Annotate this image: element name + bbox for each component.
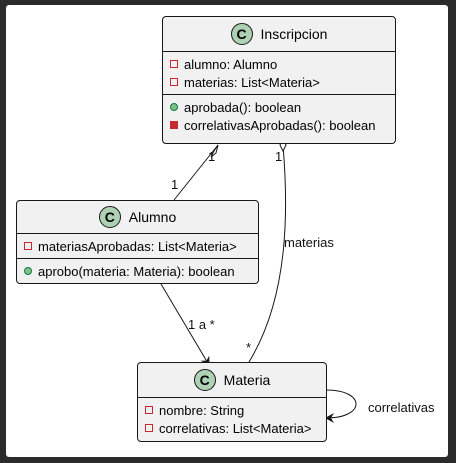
class-alumno-name: Alumno <box>128 209 177 225</box>
attribute-row: correlativas: List<Materia> <box>138 419 326 437</box>
aggregation-diamond-alumno <box>210 144 219 158</box>
attribute-row: alumno: Alumno <box>163 55 395 73</box>
class-alumno[interactable]: C Alumno materiasAprobadas: List<Materia… <box>16 200 259 284</box>
label-correlativas: correlativas <box>368 400 435 415</box>
private-method-icon <box>170 121 178 129</box>
attribute-text: correlativas: List<Materia> <box>159 420 312 436</box>
method-row: correlativasAprobadas(): boolean <box>163 116 395 134</box>
class-materia-header: C Materia <box>138 363 326 398</box>
private-field-icon <box>170 60 178 68</box>
private-field-icon <box>145 406 153 414</box>
private-field-icon <box>145 424 153 432</box>
method-text: correlativasAprobadas(): boolean <box>184 117 376 133</box>
public-method-icon <box>24 267 32 275</box>
class-inscripcion-header: C Inscripcion <box>163 17 395 52</box>
class-alumno-header: C Alumno <box>17 201 258 234</box>
public-method-icon <box>170 103 178 111</box>
private-field-icon <box>24 242 32 250</box>
class-materia-name: Materia <box>223 372 271 388</box>
class-materia-attributes: nombre: String correlativas: List<Materi… <box>138 398 326 440</box>
attribute-text: materias: List<Materia> <box>184 74 320 90</box>
edge-alumno-materia <box>160 283 210 366</box>
class-alumno-attributes: materiasAprobadas: List<Materia> <box>17 234 258 259</box>
diagram-canvas: 1 1 1 materias * 1 a * correlativas C In… <box>6 5 448 457</box>
method-row: aprobo(materia: Materia): boolean <box>17 262 258 280</box>
class-inscripcion[interactable]: C Inscripcion alumno: Alumno materias: L… <box>162 16 396 144</box>
class-inscripcion-methods: aprobada(): boolean correlativasAprobada… <box>163 95 395 137</box>
attribute-row: materiasAprobadas: List<Materia> <box>17 237 258 255</box>
class-c-icon: C <box>98 206 121 228</box>
edge-materia-self <box>325 389 357 423</box>
multiplicity-inscripcion-materia-from: 1 <box>275 149 282 164</box>
label-materias: materias <box>284 235 334 250</box>
private-field-icon <box>170 78 178 86</box>
class-c-icon: C <box>230 23 253 45</box>
attribute-row: materias: List<Materia> <box>163 73 395 91</box>
attribute-text: materiasAprobadas: List<Materia> <box>38 238 237 254</box>
class-inscripcion-attributes: alumno: Alumno materias: List<Materia> <box>163 52 395 95</box>
class-c-icon: C <box>193 369 216 391</box>
multiplicity-inscripcion-materia-to: * <box>246 340 251 355</box>
attribute-row: nombre: String <box>138 401 326 419</box>
edge-inscripcion-materia <box>248 144 287 363</box>
method-text: aprobada(): boolean <box>184 99 302 115</box>
multiplicity-inscripcion-alumno-from: 1 <box>208 149 215 164</box>
class-inscripcion-name: Inscripcion <box>260 26 328 42</box>
multiplicity-inscripcion-alumno-to: 1 <box>171 177 178 192</box>
label-1-a-star: 1 a * <box>188 317 215 332</box>
edge-inscripcion-alumno <box>173 144 219 201</box>
method-row: aprobada(): boolean <box>163 98 395 116</box>
attribute-text: nombre: String <box>159 402 245 418</box>
method-text: aprobo(materia: Materia): boolean <box>38 263 235 279</box>
class-materia[interactable]: C Materia nombre: String correlativas: L… <box>137 362 327 442</box>
attribute-text: alumno: Alumno <box>184 56 278 72</box>
class-alumno-methods: aprobo(materia: Materia): boolean <box>17 259 258 283</box>
